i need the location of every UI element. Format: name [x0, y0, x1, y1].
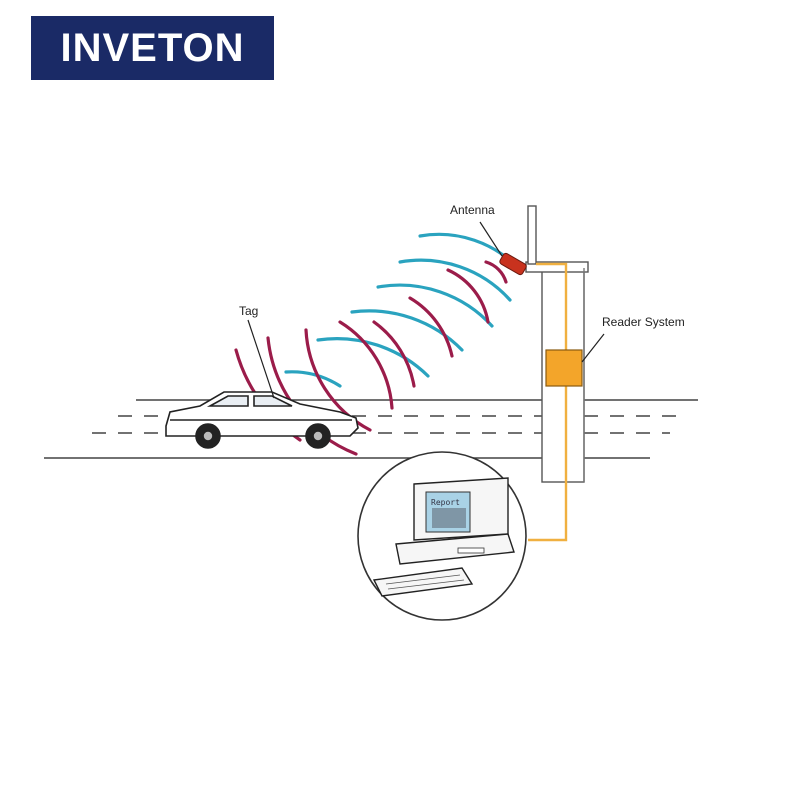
wave-teal-6: [284, 370, 342, 388]
car: [165, 391, 359, 449]
cable-reader-to-computer: [528, 386, 568, 542]
antenna-head: [499, 252, 527, 276]
antenna-mast: [527, 205, 537, 265]
wave-teal-5: [316, 337, 430, 378]
reader-system-label: Reader System: [602, 315, 685, 329]
keyboard-keys-2: [387, 579, 465, 590]
wave-teal-2: [398, 258, 512, 302]
computer-base: [395, 533, 515, 565]
cable-antenna-to-reader: [536, 262, 568, 352]
wave-teal-3: [376, 283, 494, 328]
reader-box: [545, 349, 583, 387]
wave-maroon-3: [408, 296, 454, 358]
tag-leader-line: [247, 319, 275, 399]
cable: [528, 262, 568, 542]
screen-chart: [432, 508, 466, 528]
computer-inset: Report: [357, 451, 527, 621]
wave-teal-4: [350, 309, 464, 352]
disk-drive: [457, 547, 485, 554]
wave-maroon-4: [372, 320, 416, 388]
antenna-leader-line: [479, 221, 503, 257]
keyboard: [372, 567, 474, 597]
reader-leader-line: [581, 333, 605, 363]
car-window-front: [206, 395, 249, 407]
brand-name: INVETON: [60, 25, 245, 70]
car-hub-front: [202, 430, 214, 442]
car-window-rear: [253, 395, 293, 407]
wave-maroon-1: [484, 260, 508, 284]
brand-logo: INVETON: [31, 16, 274, 80]
wave-maroon-2: [446, 268, 490, 324]
antenna-label: Antenna: [450, 203, 495, 217]
car-hub-rear: [312, 430, 324, 442]
tag-label: Tag: [239, 304, 258, 318]
antenna: [499, 252, 527, 276]
report-text: Report: [431, 498, 460, 507]
keyboard-keys: [385, 574, 461, 585]
wave-maroon-5: [338, 320, 394, 410]
